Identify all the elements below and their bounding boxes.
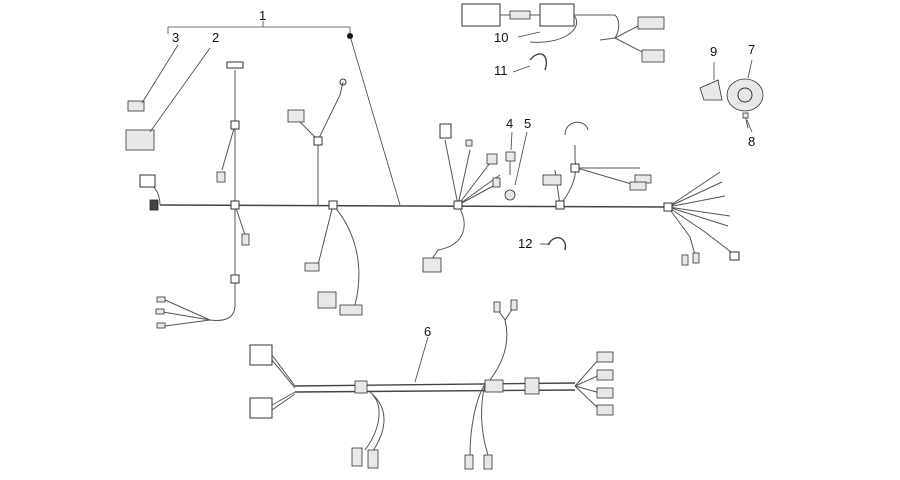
relay-part-2 bbox=[125, 47, 211, 151]
callout-7: 7 bbox=[748, 42, 755, 57]
callout-6: 6 bbox=[424, 324, 431, 339]
callout-12: 12 bbox=[518, 236, 532, 251]
screw-part-8 bbox=[742, 112, 749, 129]
callout-1-bracket bbox=[167, 21, 401, 206]
callout-9: 9 bbox=[710, 44, 717, 59]
callout-11: 11 bbox=[494, 63, 508, 78]
callout-labels: 1 2 3 4 5 6 7 8 9 10 11 12 bbox=[172, 8, 755, 339]
callout-2: 2 bbox=[212, 30, 219, 45]
callout-1: 1 bbox=[259, 8, 266, 23]
main-harness bbox=[139, 61, 740, 329]
callout-11-leader bbox=[512, 65, 531, 73]
callout-8: 8 bbox=[748, 134, 755, 149]
clip-part-11 bbox=[529, 53, 547, 71]
callout-4-leader bbox=[510, 131, 513, 151]
callout-10: 10 bbox=[494, 30, 508, 45]
fuse-part-3 bbox=[127, 44, 179, 112]
sub-harness-part-6 bbox=[249, 299, 614, 470]
horn-part-7 bbox=[726, 59, 764, 112]
callout-8-leader bbox=[746, 119, 753, 133]
callout-5-leader bbox=[514, 131, 528, 186]
screw-part-4 bbox=[505, 151, 516, 175]
sub-harness-part-10 bbox=[461, 3, 665, 63]
callout-3: 3 bbox=[172, 30, 179, 45]
clip-part-5 bbox=[504, 189, 516, 201]
bracket-part-9 bbox=[699, 62, 723, 101]
clip-part-12 bbox=[540, 237, 567, 251]
callout-4: 4 bbox=[506, 116, 513, 131]
callout-5: 5 bbox=[524, 116, 531, 131]
